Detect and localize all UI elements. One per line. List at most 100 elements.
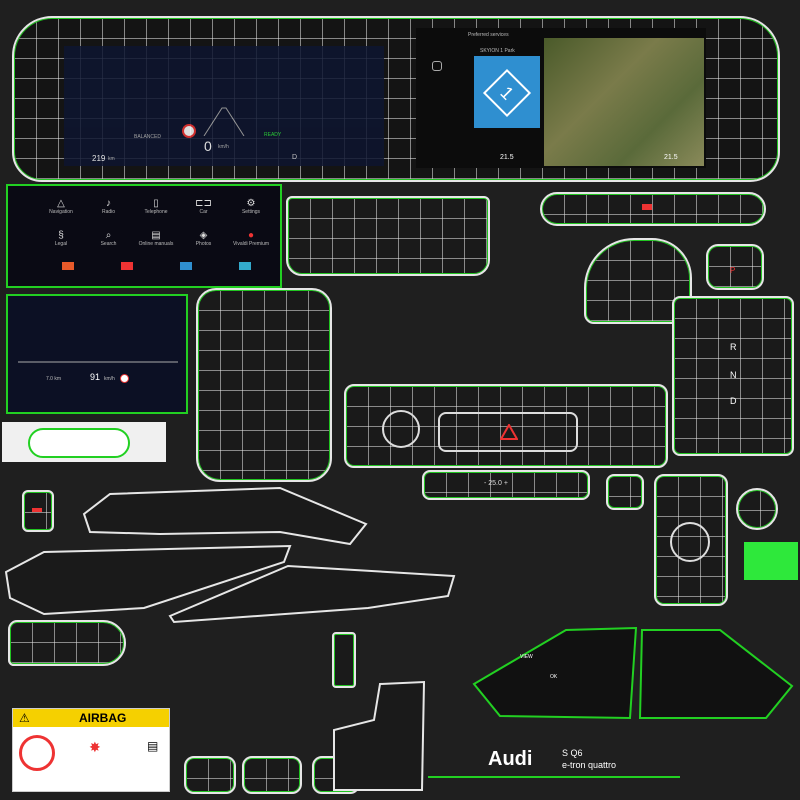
hud-distance: 7.0 km xyxy=(46,376,62,382)
app-tiles xyxy=(38,262,274,270)
map-view[interactable] xyxy=(544,38,704,166)
nav-route: SKYION 1 Park xyxy=(480,48,515,54)
tiny-connector-piece xyxy=(332,632,356,688)
red-marker xyxy=(642,204,652,210)
bottom-piece-2 xyxy=(242,756,302,794)
drive-control-knob[interactable] xyxy=(670,522,710,562)
view-button[interactable]: VIEW xyxy=(520,654,533,660)
rotary-knob[interactable] xyxy=(382,410,420,448)
badge-brand: Audi xyxy=(488,748,533,770)
top-trim-piece xyxy=(540,192,766,226)
menu-row-2: § Legal ⌕ Search ▤ Online manuals ◈ Phot… xyxy=(38,230,274,247)
drive-control-unit xyxy=(654,474,728,606)
door-panel-left xyxy=(4,544,292,616)
gear-selector[interactable]: R N D xyxy=(672,296,794,456)
side-icons xyxy=(432,58,452,158)
menu-item-settings[interactable]: ⚙ Settings xyxy=(228,198,274,215)
temp-left: 21.5 xyxy=(500,154,514,161)
seat-heat-icon xyxy=(32,508,42,512)
green-swatch xyxy=(744,542,798,580)
seat-side-panel xyxy=(333,680,426,791)
hud-lanes-icon xyxy=(18,361,178,363)
menu-item-legal[interactable]: § Legal xyxy=(38,230,84,247)
app-tile-orange[interactable] xyxy=(61,262,74,270)
airbag-title-bar: ⚠ AIRBAG xyxy=(13,709,169,727)
ok-button[interactable]: OK xyxy=(550,674,558,680)
navigation-icon: △ xyxy=(57,198,65,209)
drive-mode-label: BALANCED xyxy=(134,134,161,140)
light-strip-panel xyxy=(2,422,166,462)
park-button-piece[interactable]: P xyxy=(706,244,764,290)
model-badge: Audi S Q6 e-tron quattro xyxy=(428,744,680,778)
menu-item-radio[interactable]: ♪ Radio xyxy=(86,198,132,215)
temp-right: 21.5 xyxy=(664,154,678,161)
app-tile-blue[interactable] xyxy=(179,262,192,270)
speed-limit-icon xyxy=(182,124,196,138)
usb-port-panel xyxy=(286,196,490,276)
badge-model: S Q6 xyxy=(562,748,583,758)
gear-indicator: D xyxy=(292,154,298,161)
gear-icon: ⚙ xyxy=(246,198,256,209)
gear-r: R xyxy=(730,342,737,352)
speed-unit: km/h xyxy=(218,144,229,150)
photos-icon: ◈ xyxy=(199,230,208,241)
hud-limit-icon xyxy=(120,374,129,383)
hud-display: 7.0 km 91 km/h xyxy=(6,294,188,414)
menu-item-online-manuals[interactable]: ▤ Online manuals xyxy=(133,230,179,247)
ready-label: READY xyxy=(264,132,282,138)
menu-item-telephone[interactable]: ▯ Telephone xyxy=(133,198,179,215)
no-child-seat-icon xyxy=(19,735,55,771)
door-panel-right xyxy=(168,564,456,624)
range-unit: km xyxy=(108,156,115,162)
door-panel-upper xyxy=(82,486,368,546)
airbag-title: AIRBAG xyxy=(79,711,127,725)
climate-control-strip: - 25.0 + xyxy=(422,470,590,500)
menu-row-1: △ Navigation ♪ Radio ▯ Telephone ⊏⊐ Car … xyxy=(38,198,274,215)
phone-icon: ▯ xyxy=(153,198,159,209)
climate-temp[interactable]: - 25.0 + xyxy=(484,480,508,487)
hazard-control-panel xyxy=(344,384,668,468)
round-knob-piece[interactable] xyxy=(736,488,778,530)
door-handle-piece[interactable] xyxy=(8,620,126,666)
speed-value: 0 xyxy=(204,138,212,154)
seat-button-piece[interactable] xyxy=(22,490,54,532)
steering-buttons-left[interactable] xyxy=(470,624,640,722)
menu-item-search[interactable]: ⌕ Search xyxy=(86,230,132,247)
park-label: P xyxy=(730,266,736,275)
center-tall-panel xyxy=(196,288,332,482)
menu-item-photos[interactable]: ◈ Photos xyxy=(181,230,227,247)
home-icon[interactable] xyxy=(432,61,442,71)
range-value: 219 xyxy=(92,154,106,163)
vivaldi-icon: ● xyxy=(247,230,255,241)
road-perspective-icon xyxy=(203,107,245,136)
gear-d: D xyxy=(730,396,737,406)
hazard-icon xyxy=(500,424,518,440)
dashboard-display: BALANCED 0 km/h 219 km READY D Preferred… xyxy=(12,16,780,182)
nav-header: Preferred services xyxy=(468,32,509,38)
manual-icon: ▤ xyxy=(151,230,161,241)
airbag-deploy-icon: ✸ xyxy=(89,739,101,755)
gear-n: N xyxy=(730,370,737,380)
menu-item-navigation[interactable]: △ Navigation xyxy=(38,198,84,215)
manual-book-icon: ▤ xyxy=(147,739,159,753)
app-tile-cyan[interactable] xyxy=(238,262,251,270)
radio-icon: ♪ xyxy=(106,198,111,209)
badge-sub: e-tron quattro xyxy=(562,760,617,770)
bottom-piece-1 xyxy=(184,756,236,794)
app-tile-red[interactable] xyxy=(120,262,133,270)
menu-screen: △ Navigation ♪ Radio ▯ Telephone ⊏⊐ Car … xyxy=(6,184,282,288)
small-button-piece[interactable] xyxy=(606,474,644,510)
hazard-button[interactable] xyxy=(438,412,578,452)
hud-unit: km/h xyxy=(104,376,115,382)
warning-triangle-icon: ⚠ xyxy=(19,711,30,725)
hud-speed: 91 xyxy=(90,372,101,382)
car-icon: ⊏⊐ xyxy=(195,198,212,209)
menu-item-vivaldi[interactable]: ● Vivaldi Premium xyxy=(228,230,274,247)
steering-buttons-right[interactable] xyxy=(636,626,796,722)
nav-sign-number: 1 xyxy=(482,68,532,118)
menu-item-car[interactable]: ⊏⊐ Car xyxy=(181,198,227,215)
search-icon: ⌕ xyxy=(105,230,112,241)
light-strip-outline xyxy=(28,428,130,458)
nav-sign-panel: 1 xyxy=(474,56,540,128)
infotainment-screen: Preferred services SKYION 1 Park 1 21.5 … xyxy=(416,28,706,168)
